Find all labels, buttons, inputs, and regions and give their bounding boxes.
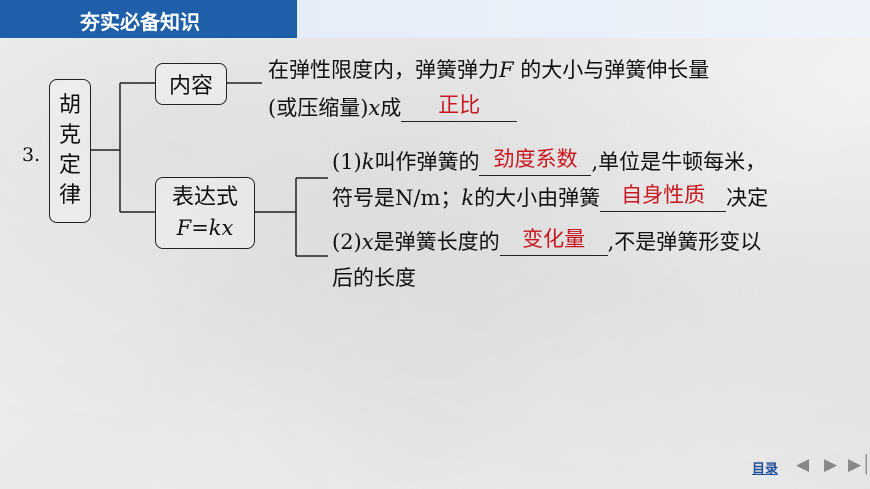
point-text: 决定 xyxy=(726,186,769,210)
content-text: 在弹性限度内，弹簧弹力 xyxy=(268,58,499,82)
answer-text: 自身性质 xyxy=(621,183,706,207)
content-label: 内容 xyxy=(168,74,213,99)
header-bar: 夯实必备知识 xyxy=(0,0,870,38)
point-2-line-1: (2)x是弹簧长度的变化量 ,不是弹簧形变以 xyxy=(332,226,761,256)
prev-arrow-icon[interactable]: ◀ xyxy=(796,455,810,475)
expression-box: 表达式 F=kx xyxy=(155,177,255,249)
law-char: 胡 xyxy=(58,93,81,118)
answer-text: 劲度系数 xyxy=(493,147,578,171)
point-text: ,单位是牛顿每米， xyxy=(591,150,767,174)
expression-label: 表达式 xyxy=(171,185,238,210)
answer-blank: 正比 xyxy=(401,93,518,122)
variable-x: x xyxy=(368,96,381,120)
answer-blank: 劲度系数 xyxy=(479,147,592,176)
point-text: (1) xyxy=(332,150,362,174)
point-2-line-2: 后的长度 xyxy=(332,262,416,292)
hooke-law-box: 胡 克 定 律 xyxy=(49,79,91,223)
law-char: 定 xyxy=(58,153,81,178)
content-box: 内容 xyxy=(155,63,227,105)
point-1-line-2: 符号是N/m；k的大小由弹簧自身性质决定 xyxy=(332,182,768,212)
content-text: (或压缩量) xyxy=(268,96,369,120)
content-text: 的大小与弹簧伸长量 xyxy=(520,58,710,82)
variable-k: k xyxy=(361,150,375,174)
header-tab: 夯实必备知识 xyxy=(0,0,297,38)
answer-text: 正比 xyxy=(438,93,481,117)
point-text: ,不是弹簧形变以 xyxy=(607,230,762,254)
point-1-line-1: (1)k叫作弹簧的劲度系数 ,单位是牛顿每米， xyxy=(332,146,766,176)
toc-link[interactable]: 目录 xyxy=(752,462,779,477)
point-text: (2) xyxy=(332,230,362,254)
play-arrow-icon[interactable]: ▶ xyxy=(824,455,838,475)
variable-x: x xyxy=(361,230,374,254)
answer-blank: 变化量 xyxy=(499,227,608,256)
point-text: 后的长度 xyxy=(332,266,416,290)
point-text: 符号是N/m； xyxy=(332,186,462,210)
answer-text: 变化量 xyxy=(522,227,586,251)
answer-blank: 自身性质 xyxy=(600,183,727,212)
expression-formula: F=kx xyxy=(176,216,234,240)
item-number: 3. xyxy=(22,144,41,166)
content-text: 成 xyxy=(380,96,402,120)
next-arrow-icon[interactable]: ▶│ xyxy=(848,455,870,475)
law-char: 克 xyxy=(58,123,81,148)
section-title: 夯实必备知识 xyxy=(80,10,200,34)
point-text: 的大小由弹簧 xyxy=(474,186,601,210)
point-text: 叫作弹簧的 xyxy=(374,150,480,174)
variable-f: F xyxy=(499,58,514,82)
content-line-2: (或压缩量)x成 正比 xyxy=(268,92,518,122)
variable-k: k xyxy=(461,186,475,210)
point-text: 是弹簧长度的 xyxy=(373,230,500,254)
content-line-1: 在弹性限度内，弹簧弹力F 的大小与弹簧伸长量 xyxy=(268,54,709,84)
law-char: 律 xyxy=(58,183,81,208)
